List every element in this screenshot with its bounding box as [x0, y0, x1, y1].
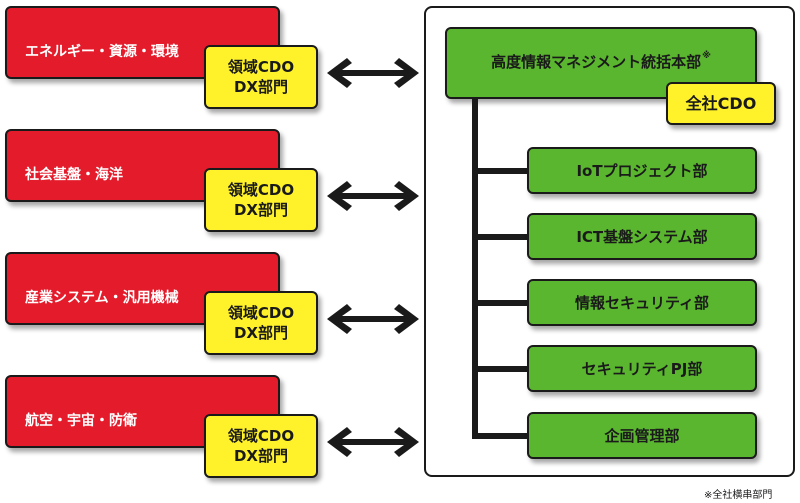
dx-dept-label: DX部門: [233, 78, 289, 96]
dx-dept-label: DX部門: [233, 447, 289, 465]
domain-label: 社会基盤・海洋: [25, 167, 123, 183]
department-box: セキュリティPJ部: [527, 345, 757, 392]
cdo-label: 領域CDO: [227, 58, 295, 76]
tree-branch-line: [472, 300, 530, 306]
department-box: ICT基盤システム部: [527, 213, 757, 260]
domain-cdo-badge-infrastructure: 領域CDO DX部門: [204, 168, 318, 232]
domain-label: エネルギー・資源・環境: [25, 44, 179, 60]
tree-branch-line: [472, 433, 530, 439]
department-label: ICT基盤システム部: [576, 228, 708, 246]
department-label: セキュリティPJ部: [581, 360, 703, 378]
domain-label: 航空・宇宙・防衛: [25, 413, 137, 429]
cdo-label: 領域CDO: [227, 304, 295, 322]
double-arrow-icon: [325, 425, 421, 459]
tree-branch-line: [472, 168, 530, 174]
double-arrow-icon: [325, 179, 421, 213]
dx-dept-label: DX部門: [233, 324, 289, 342]
department-box: 企画管理部: [527, 412, 757, 459]
cdo-label: 領域CDO: [227, 427, 295, 445]
domain-cdo-badge-aerospace: 領域CDO DX部門: [204, 414, 318, 478]
footnote: ※全社横串部門: [704, 490, 773, 501]
department-box: 情報セキュリティ部: [527, 279, 757, 326]
tree-branch-line: [472, 366, 530, 372]
tree-trunk-line: [472, 99, 478, 439]
domain-cdo-badge-energy: 領域CDO DX部門: [204, 45, 318, 109]
company-cdo-label: 全社CDO: [685, 93, 757, 113]
department-box: IoTプロジェクト部: [527, 147, 757, 194]
company-cdo-badge: 全社CDO: [666, 82, 776, 125]
domain-label: 産業システム・汎用機械: [25, 290, 179, 306]
footnote-mark: ※: [702, 51, 711, 61]
headquarters-label: 高度情報マネジメント統括本部: [491, 53, 702, 71]
domain-box-energy: エネルギー・資源・環境: [5, 6, 280, 79]
department-label: IoTプロジェクト部: [576, 162, 708, 180]
department-label: 企画管理部: [604, 427, 680, 445]
cdo-label: 領域CDO: [227, 181, 295, 199]
double-arrow-icon: [325, 302, 421, 336]
tree-branch-line: [472, 234, 530, 240]
department-label: 情報セキュリティ部: [574, 294, 710, 312]
domain-cdo-badge-industrial: 領域CDO DX部門: [204, 291, 318, 355]
dx-dept-label: DX部門: [233, 201, 289, 219]
double-arrow-icon: [325, 56, 421, 90]
